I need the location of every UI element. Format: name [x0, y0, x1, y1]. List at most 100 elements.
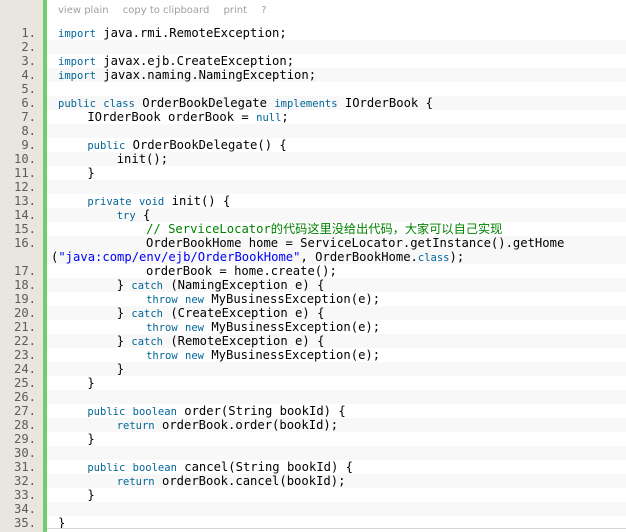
line-code: } catch (NamingException e) { — [47, 278, 626, 292]
bottom-border — [47, 528, 626, 529]
code-token — [58, 208, 117, 222]
code-toolbar: view plain copy to clipboard print ? — [58, 5, 278, 19]
code-token: IOrderBook { — [337, 96, 433, 110]
print-link[interactable]: print — [223, 5, 248, 16]
code-token: (NamingException e) { — [162, 278, 325, 292]
line-code: } catch (RemoteException e) { — [47, 334, 626, 348]
keyword-token: private — [87, 196, 132, 208]
keyword-token: try — [116, 210, 136, 222]
keyword-token: import — [58, 56, 96, 68]
line-number: 5. — [0, 82, 36, 96]
code-line: 23. throw new MyBusinessException(e); — [0, 348, 626, 362]
keyword-token: class — [103, 98, 135, 110]
code-token: javax.naming.NamingException; — [95, 68, 317, 82]
keyword-token: catch — [131, 336, 163, 348]
line-number: 17. — [0, 264, 36, 278]
line-code: } — [47, 166, 626, 180]
gutter-accent-bar — [43, 0, 47, 532]
code-token — [132, 194, 139, 208]
code-token — [58, 292, 146, 306]
code-line: 21. throw new MyBusinessException(e); — [0, 320, 626, 334]
code-token: } — [58, 166, 95, 180]
line-code: public OrderBookDelegate() { — [47, 138, 626, 152]
line-code: throw new MyBusinessException(e); — [47, 320, 626, 334]
code-line: 13. private void init() { — [0, 194, 626, 208]
code-line: 17. orderBook = home.create(); — [0, 264, 626, 278]
code-token — [58, 474, 117, 488]
keyword-token: boolean — [132, 406, 177, 418]
code-line: 16. OrderBookHome home = ServiceLocator.… — [0, 236, 626, 264]
line-number: 8. — [0, 124, 36, 138]
keyword-token: public — [87, 462, 126, 474]
line-number: 15. — [0, 222, 36, 236]
line-number: 10. — [0, 152, 36, 166]
code-token: (RemoteException e) { — [162, 334, 325, 348]
code-line: 12. — [0, 180, 626, 194]
code-line: 32. return orderBook.cancel(bookId); — [0, 474, 626, 488]
string-token: "java:comp/env/ejb/OrderBookHome" — [58, 250, 301, 264]
keyword-token: new — [185, 294, 204, 306]
code-token: OrderBookDelegate() { — [125, 138, 287, 152]
view-plain-link[interactable]: view plain — [58, 5, 109, 16]
code-token: orderBook.cancel(bookId); — [154, 474, 346, 488]
keyword-token: throw — [146, 322, 178, 334]
line-code: init(); — [47, 152, 626, 166]
code-line: 28. return orderBook.order(bookId); — [0, 418, 626, 432]
line-code: import javax.naming.NamingException; — [47, 68, 626, 82]
code-token: MyBusinessException(e); — [203, 348, 381, 362]
code-line: 33. } — [0, 488, 626, 502]
code-line: 3.import javax.ejb.CreateException; — [0, 54, 626, 68]
code-token: } — [58, 376, 95, 390]
keyword-token: new — [185, 322, 204, 334]
line-number: 27. — [0, 404, 36, 418]
line-code: } — [47, 488, 626, 502]
code-line: 35.} — [0, 516, 626, 530]
line-code: public class OrderBookDelegate implement… — [47, 96, 626, 110]
line-number: 13. — [0, 194, 36, 208]
help-link[interactable]: ? — [261, 5, 267, 16]
keyword-token: boolean — [132, 462, 177, 474]
code-line: 1.import java.rmi.RemoteException; — [0, 26, 626, 40]
line-code: OrderBookHome home = ServiceLocator.getI… — [47, 236, 626, 264]
line-number: 7. — [0, 110, 36, 124]
code-token — [58, 138, 87, 152]
line-number: 35. — [0, 516, 36, 530]
code-line: 27. public boolean order(String bookId) … — [0, 404, 626, 418]
code-token: MyBusinessException(e); — [203, 320, 381, 334]
keyword-token: class — [417, 252, 450, 264]
code-token: } — [58, 306, 132, 320]
code-line: 8. — [0, 124, 626, 138]
code-token — [125, 404, 132, 418]
keyword-token: catch — [131, 280, 163, 292]
code-token — [178, 292, 185, 306]
copy-to-clipboard-link[interactable]: copy to clipboard — [122, 5, 210, 16]
line-code: private void init() { — [47, 194, 626, 208]
code-token: orderBook = home.create(); — [58, 264, 337, 278]
code-token: order(String bookId) { — [176, 404, 346, 418]
code-area — [47, 0, 626, 532]
line-number: 34. — [0, 502, 36, 516]
code-line: 2. — [0, 40, 626, 54]
code-token — [58, 194, 87, 208]
code-token: OrderBookHome home = ServiceLocator.getI… — [58, 236, 565, 250]
code-line: 6.public class OrderBookDelegate impleme… — [0, 96, 626, 110]
line-code: } — [47, 362, 626, 376]
keyword-token: catch — [131, 308, 163, 320]
code-token: , OrderBookHome. — [300, 250, 418, 264]
keyword-token: throw — [146, 294, 178, 306]
code-line: 7. IOrderBook orderBook = null; — [0, 110, 626, 124]
line-number: 18. — [0, 278, 36, 292]
line-code: import java.rmi.RemoteException; — [47, 26, 626, 40]
code-token: java.rmi.RemoteException; — [95, 26, 287, 40]
code-token: (CreateException e) { — [162, 306, 325, 320]
line-code — [47, 40, 626, 54]
code-token — [58, 320, 146, 334]
code-token — [178, 320, 185, 334]
code-token — [58, 460, 87, 474]
line-code: try { — [47, 208, 626, 222]
code-line: 24. } — [0, 362, 626, 376]
keyword-token: implements — [274, 98, 338, 110]
code-token: orderBook.order(bookId); — [154, 418, 339, 432]
code-line: 29. } — [0, 432, 626, 446]
code-line: 31. public boolean cancel(String bookId)… — [0, 460, 626, 474]
